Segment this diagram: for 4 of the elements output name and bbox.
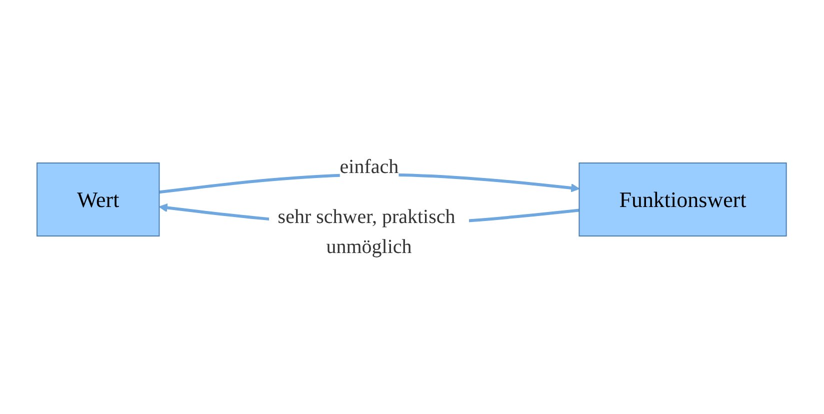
node-box: Funktionswert — [579, 162, 788, 236]
edge-label: sehr schwer, praktisch unmöglich — [278, 206, 456, 258]
node-box: Wert — [36, 162, 160, 236]
edge-label: einfach — [340, 156, 399, 178]
